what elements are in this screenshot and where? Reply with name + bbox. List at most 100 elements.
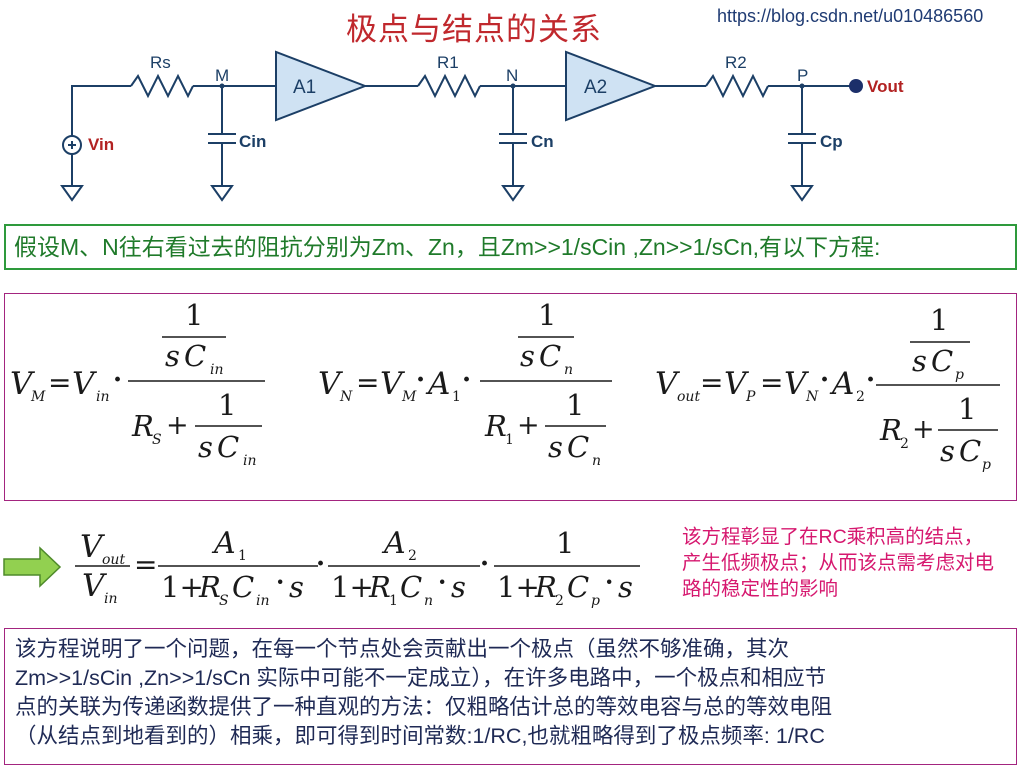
summary-line: （从结点到地看到的）相乘，即可得到时间常数:1/RC,也就粗略得到了极点频率: … [15, 724, 825, 748]
circuit-schematic: Rs M A1 Cin Vin R1 N A2 Cn R2 P Cp Vout [60, 50, 904, 202]
eq1-den-c: C [217, 430, 239, 464]
eq2-vm: V [380, 366, 406, 402]
tf-d1-rsub: S [219, 593, 229, 609]
eq2-sub-cn: n [564, 362, 573, 378]
summary-line: Zm>>1/sCin ,Zn>>1/sCn 实际中可能不一定成立），在许多电路中… [15, 666, 827, 690]
vout-terminal-dot [849, 79, 863, 93]
eq3-sub-cp: p [955, 367, 964, 383]
label-cin: Cin [239, 132, 266, 151]
tf-a2-sub: 2 [408, 548, 417, 564]
page-title: 极点与结点的关系 [346, 12, 602, 48]
equations-math: V M = V in · 1 s C in R S + 1 s C in V N… [3, 298, 1000, 609]
eq3-den-sub: p [982, 457, 991, 473]
resistor-r1 [417, 73, 481, 99]
label-r2: R2 [725, 53, 747, 72]
eq2-a: A [425, 366, 450, 402]
label-m: M [215, 66, 229, 85]
eq2-dot2: · [462, 365, 471, 395]
eq3-den-one: 1 [958, 392, 976, 426]
tf-a2: A [381, 526, 406, 561]
ground-icon [210, 185, 234, 202]
ground-icon [60, 185, 84, 202]
tf-d3-lead: 1+ [497, 570, 540, 604]
equations-box [4, 293, 1017, 501]
label-a1: A1 [293, 77, 316, 98]
resistor-r2 [705, 73, 769, 99]
tf-d3-s: s [618, 570, 633, 604]
eq2-v: V [318, 366, 344, 402]
eq1-plus: + [166, 410, 189, 441]
right-arrow-icon [3, 546, 62, 588]
eq3-a: A [829, 366, 854, 402]
resistor-rs [130, 73, 194, 99]
eq2-den-c: C [567, 430, 589, 464]
tf-sub-out: out [102, 552, 125, 568]
tf-a1: A [211, 526, 236, 561]
eq2-den-one: 1 [566, 388, 584, 422]
eq3-sub-out: out [677, 389, 700, 405]
assumption-text: 假设M、N往右看过去的阻抗分别为Zm、Zn，且Zm>>1/sCin ,Zn>>1… [4, 224, 1017, 270]
eq3-s: s [912, 344, 927, 378]
tf-num-one: 1 [556, 526, 574, 560]
eq2-sub-m: M [401, 389, 417, 405]
tf-d2-dot: · [438, 567, 446, 596]
eq1-sub-m: M [30, 389, 46, 405]
eq2-r: R [484, 409, 507, 443]
eq3-sub-r2: 2 [900, 436, 909, 452]
eq2-c: C [539, 339, 561, 373]
eq2-num-one: 1 [538, 298, 556, 332]
tf-sub-in: in [104, 591, 118, 607]
node-n-dot [510, 83, 516, 89]
eq3-plus: + [912, 414, 935, 445]
eq2-equals: = [356, 366, 379, 399]
tf-vout: V [80, 529, 106, 565]
eq2-dot1: · [416, 365, 425, 395]
label-cn: Cn [531, 132, 554, 151]
node-p-dot [799, 83, 805, 89]
tf-vin: V [82, 568, 108, 604]
ground-icon [501, 185, 525, 202]
eq1-c: C [184, 339, 206, 373]
tf-d2-rsub: 1 [389, 593, 398, 609]
tf-d1-s: s [289, 570, 304, 604]
tf-d3-c: C [567, 570, 589, 604]
tf-d2-c: C [400, 570, 422, 604]
voltage-source-icon [62, 135, 82, 155]
eq3-c: C [931, 344, 953, 378]
tf-d2-s: s [451, 570, 466, 604]
eq2-sub-1: 1 [452, 389, 461, 405]
eq3-sub-p: P [745, 389, 756, 405]
eq1-v: V [10, 366, 36, 402]
tf-a1-sub: 1 [238, 548, 247, 564]
eq3-dot1: · [820, 365, 829, 395]
eq2-den-s: s [548, 430, 563, 464]
eq1-dot: · [113, 365, 122, 395]
label-p: P [797, 66, 808, 85]
eq3-sub-2: 2 [856, 389, 865, 405]
eq1-sub-cin: in [210, 362, 224, 378]
amplifier-a1 [275, 50, 368, 122]
tf-d1-dot: · [276, 567, 284, 596]
tf-d1-csub: in [256, 593, 270, 609]
stability-note: 该方程彰显了在RC乘积高的结点，产生低频极点；从而该点需考虑对电路的稳定性的影响 [682, 526, 995, 600]
eq1-equals: = [48, 366, 71, 399]
eq3-den-s: s [940, 434, 955, 468]
tf-d1-c: C [232, 570, 254, 604]
source-url[interactable]: https://blog.csdn.net/u010486560 [717, 6, 984, 26]
summary-line: 点的关联为传递函数提供了一种直观的方法：仅粗略估计总的等效电容与总的等效电阻 [15, 695, 833, 719]
eq3-den-c: C [959, 434, 981, 468]
tf-d1-r: R [198, 570, 221, 604]
tf-equals: = [134, 548, 157, 581]
summary-box: 该方程说明了一个问题，在每一个节点处会贡献出一个极点（虽然不够准确，其次 Zm>… [4, 628, 1017, 765]
eq1-sub-s: S [152, 432, 162, 448]
eq1-den-one: 1 [218, 388, 236, 422]
label-vin: Vin [88, 135, 114, 154]
eq3-sub-n: N [805, 389, 819, 405]
eq2-plus: + [517, 410, 540, 441]
label-a2: A2 [584, 77, 607, 98]
eq1-vin: V [72, 366, 98, 402]
eq3-r: R [879, 413, 902, 447]
eq3-vp: V [724, 366, 750, 402]
tf-dot2: · [480, 549, 489, 579]
eq1-den-sub: in [243, 453, 257, 469]
